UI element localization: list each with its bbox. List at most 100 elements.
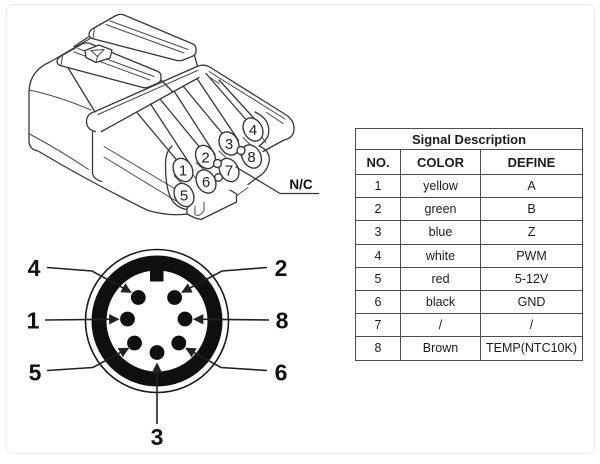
table-row: 4 white PWM [355,243,584,268]
pinout-diagram: 4 2 1 8 5 6 3 [27,248,289,450]
leader-line-6 [185,347,268,372]
band-left-cap [85,110,97,133]
pin-number-8: 8 [247,149,255,166]
leader-line-4 [46,266,132,293]
leader-line-2 [181,266,268,293]
nc-leader-line [235,166,320,195]
pin-number-4: 4 [249,122,257,139]
face-outline-right [247,111,270,186]
table-row: 8 Brown TEMP(NTC10K) [355,336,584,361]
table-row: 3 blue Z [355,220,584,245]
pinout-pin-3 [149,345,165,360]
back-rail-stripe-2 [105,24,185,54]
cell-define: 5-12V [479,266,584,291]
cell-no: 1 [355,173,401,199]
cell-define: B [479,197,584,222]
cell-define: TEMP(NTC10K) [479,336,584,361]
pin-number-1: 1 [179,162,187,179]
key-tab [186,189,238,221]
cell-no: 6 [355,289,401,315]
cell-no: 3 [355,220,401,245]
pinout-label-3: 3 [151,424,164,450]
pin-opening-2 [194,144,217,170]
pinout-label-5: 5 [29,360,42,386]
tube-pin2 [159,90,216,156]
cell-color: red [400,266,481,291]
back-rail-endcap [92,28,95,39]
body-silhouette [28,61,188,216]
leader-line-8 [192,314,270,325]
signal-description-table: Signal Description NO. COLOR DEFINE 1 ye… [354,128,584,361]
table-row: 7 / / [355,313,584,338]
nc-label: N/C [289,177,313,192]
pinout-label-1: 1 [27,308,40,334]
pin-opening-1 [172,157,194,183]
cell-no: 2 [355,197,401,222]
table-row: 1 yellow A [355,173,584,199]
pinout-leaders [44,266,270,424]
table-row: 2 green B [355,197,584,222]
table-row: 6 black GND [355,289,584,315]
cell-define: GND [479,289,584,315]
col-header-color: COLOR [400,149,481,175]
pinout-pins [120,290,193,360]
back-rail-stripe-1 [109,20,189,50]
band-outer-edge [94,64,295,153]
cell-define: A [479,173,584,199]
pinout-pin-4 [130,290,146,305]
band-inner-right [209,77,284,124]
vent-hole-3 [213,172,223,182]
cell-color: white [400,243,481,268]
col-header-define: DEFINE [479,149,584,175]
cell-color: / [400,313,481,338]
pinout-label-8: 8 [276,308,289,334]
pinout-pin-6 [171,335,187,351]
pin-numbers: 1 2 3 4 5 6 7 8 [179,122,257,205]
cell-define: / [479,313,584,338]
pinout-pin-2 [167,290,183,305]
cell-no: 8 [355,336,401,361]
page-border [6,4,595,454]
leader-line-1 [44,314,120,325]
left-face-crease-2 [29,133,89,170]
top-face-edge [73,35,90,48]
tube-pin3 [182,77,240,142]
cell-no: 7 [355,313,401,338]
pinout-key-notch [150,264,164,282]
left-face-crease-1 [28,89,92,111]
table-row: 5 red 5-12V [355,266,584,291]
pinout-pin-8 [177,311,193,327]
vent-hole-1 [212,158,223,169]
col-header-no: NO. [355,149,401,175]
cell-color: black [400,289,481,315]
cell-define: PWM [479,243,584,268]
pinout-label-6: 6 [275,360,288,386]
vent-hole-2 [236,145,246,156]
cell-color: Brown [400,336,481,361]
pinout-labels: 4 2 1 8 5 6 3 [27,255,289,450]
tube-pin1 [135,103,193,168]
pin-opening-5 [173,182,195,208]
slope-edge [66,65,96,113]
connector-3d-drawing: 1 2 3 4 5 6 7 8 N/C [28,13,320,221]
pin-opening-4 [242,117,264,142]
pin-number-7: 7 [225,162,233,179]
nc-callout: N/C [235,166,320,195]
leader-line-5 [46,347,130,372]
front-left-panel [91,131,103,183]
table-title: Signal Description [354,128,584,150]
pin-number-5: 5 [180,187,188,204]
cell-color: green [400,197,481,222]
pin-openings [172,117,264,208]
pinout-pin-5 [127,335,142,351]
key-tab-channel [194,187,249,216]
pinout-label-4: 4 [28,255,41,281]
pinout-pin-1 [120,311,135,327]
front-rail-endcap [60,55,63,66]
pinout-label-2: 2 [275,255,288,281]
band-highlight-left [97,70,198,115]
cell-color: blue [400,220,481,245]
pin-number-2: 2 [201,149,209,166]
